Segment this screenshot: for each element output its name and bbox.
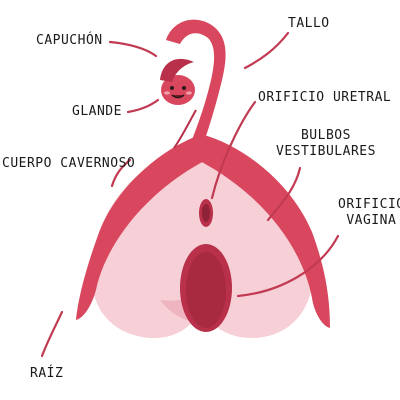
pointer-bulbos (266, 166, 302, 222)
pointer-capuchon (108, 40, 158, 58)
label-glande: GLANDE (72, 104, 122, 119)
pointer-cuerpo-cavernoso (110, 158, 132, 188)
label-raiz: RAÍZ (30, 366, 64, 381)
label-cuerpo-cavernoso: CUERPO CAVERNOSO (2, 156, 136, 171)
label-orificio-uretral: ORIFICIO URETRAL (258, 90, 392, 105)
label-capuchon: CAPUCHÓN (36, 33, 103, 48)
pointer-raiz (40, 310, 64, 358)
capuchon-hood (160, 58, 194, 82)
label-bulbos-vestibulares: BULBOS VESTIBULARES (276, 128, 376, 159)
pointer-tallo (243, 31, 290, 70)
tallo (166, 19, 226, 165)
pointer-orificio-uretral (210, 100, 257, 200)
pointer-orificio-vagina (236, 234, 340, 298)
tallo-inner-curve (173, 109, 197, 149)
pointer-glande (126, 98, 160, 114)
label-orificio-vagina: ORIFICIO VAGINA (338, 197, 400, 228)
pointer-lines (40, 31, 340, 358)
cuerpo-cavernoso-right (198, 135, 330, 328)
label-tallo: TALLO (288, 16, 330, 31)
smiling-face-icon (164, 86, 192, 99)
glande (161, 75, 195, 105)
